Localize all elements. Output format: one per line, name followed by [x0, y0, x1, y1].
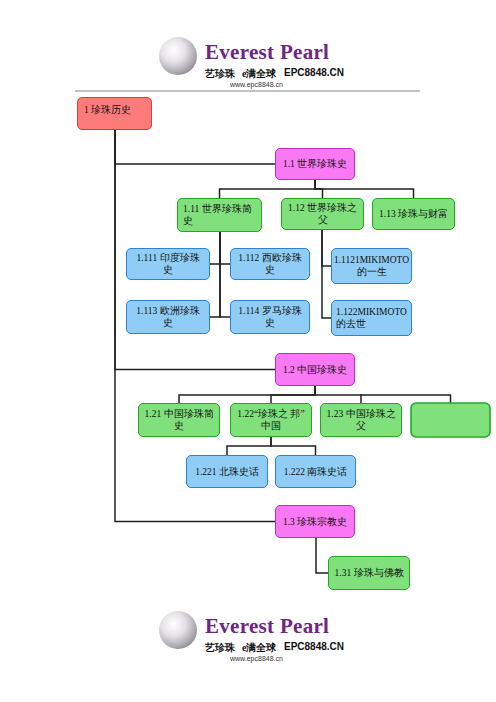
topic-box: 1.22“珍珠之 邦”中国: [230, 403, 312, 437]
box-label: 1.1 世界珍珠史: [283, 158, 347, 170]
box-content: 1.2 中国珍珠史: [283, 364, 347, 376]
box-content: 1.111 印度珍珠史: [132, 252, 204, 276]
tree-connector: [227, 437, 271, 455]
box-content: 1.1 世界珍珠史: [283, 158, 347, 170]
slogan: e满全球: [242, 641, 276, 655]
box-content: 1.13 珍珠与财富: [379, 208, 448, 220]
topic-box: 1 珍珠历史: [77, 97, 152, 130]
tree-connector: [271, 386, 315, 403]
tree-connector: [210, 232, 220, 264]
box-content: 1.221 北珠史话: [195, 466, 259, 478]
tree-connector: [220, 180, 316, 198]
box-label: 1.111 印度珍珠史: [132, 252, 204, 276]
pearl-logo: [159, 37, 197, 75]
box-content: 1.114 罗马珍珠史: [236, 305, 304, 329]
box-label: 1.11 世界珍珠简史: [183, 203, 256, 227]
box-label: 1.113 欧洲珍珠史: [132, 305, 204, 329]
box-label: 1.31 珍珠与佛教: [335, 567, 404, 579]
tree-connector: [322, 230, 331, 266]
topic-box: 1.221 北珠史话: [186, 455, 268, 488]
box-label: 1.112 西欧珍珠史: [236, 252, 304, 276]
tree-connector: [322, 230, 331, 318]
website-url: www.epc8848.cn: [230, 81, 283, 88]
tree-connector: [220, 232, 230, 264]
tree-connector: [115, 130, 275, 164]
box-label: 1.122MIKIMOTO 的去世: [336, 306, 407, 330]
box-content: 1.21 中国珍珠简史: [144, 408, 214, 432]
tree-connector: [220, 232, 230, 317]
topic-box: 1.31 珍珠与佛教: [328, 556, 410, 590]
topic-box: 1.23 中国珍珠之父: [320, 403, 402, 437]
box-label: 1.21 中国珍珠简史: [144, 408, 214, 432]
box-content: 1.1121MIKIMOTO 的一生: [334, 254, 409, 278]
box-label: 1.12 世界珍珠之父: [287, 202, 358, 226]
box-content: 1.113 欧洲珍珠史: [132, 305, 204, 329]
box-content: 1.3 珍珠宗教史: [283, 516, 347, 528]
domain-name: EPC8848.CN: [284, 641, 344, 652]
tree-connector: [271, 437, 316, 455]
tree-connector: [315, 180, 414, 198]
box-content: 1.11 世界珍珠简史: [183, 203, 256, 227]
box-label: 1.222 南珠史话: [284, 466, 348, 478]
box-content: 1.31 珍珠与佛教: [335, 567, 404, 579]
empty-box: [411, 403, 490, 437]
slogan: 艺珍珠: [205, 641, 235, 655]
topic-box: 1.21 中国珍珠简史: [138, 403, 220, 437]
box-label: 1.2 中国珍珠史: [283, 364, 347, 376]
tree-connector: [315, 386, 361, 403]
topic-box: 1.111 印度珍珠史: [126, 248, 210, 280]
brand-name: Everest Pearl: [205, 40, 329, 65]
topic-box: 1.1 世界珍珠史: [275, 148, 355, 180]
box-content: 1.22“珍珠之 邦”中国: [236, 408, 306, 432]
tree-connector: [179, 386, 315, 403]
topic-box: 1.3 珍珠宗教史: [275, 505, 355, 538]
topic-box: 1.2 中国珍珠史: [275, 353, 355, 386]
box-content: 1.23 中国珍珠之父: [326, 408, 396, 432]
topic-box: 1.222 南珠史话: [275, 455, 356, 488]
header-rule: [75, 91, 420, 92]
topic-box: 1.114 罗马珍珠史: [230, 300, 310, 334]
box-label: 1 珍珠历史: [84, 104, 131, 116]
tree-connector: [210, 232, 220, 317]
topic-box: 1.122MIKIMOTO 的去世: [331, 300, 412, 336]
box-content: 1.112 西欧珍珠史: [236, 252, 304, 276]
box-label: 1.13 珍珠与财富: [379, 208, 448, 220]
box-label: 1.1121MIKIMOTO 的一生: [334, 254, 409, 278]
box-label: 1.221 北珠史话: [195, 466, 259, 478]
topic-box: 1.13 珍珠与财富: [372, 198, 455, 230]
slogan: e满全球: [242, 67, 276, 81]
domain-name: EPC8848.CN: [284, 67, 344, 78]
box-content: 1.122MIKIMOTO 的去世: [336, 306, 407, 330]
box-content: 1 珍珠历史: [84, 104, 131, 116]
box-content: 1.222 南珠史话: [284, 466, 348, 478]
box-label: 1.114 罗马珍珠史: [236, 305, 304, 329]
box-label: 1.3 珍珠宗教史: [283, 516, 347, 528]
box-content: 1.12 世界珍珠之父: [287, 202, 358, 226]
topic-box: 1.1121MIKIMOTO 的一生: [331, 248, 412, 284]
topic-box: 1.12 世界珍珠之父: [281, 198, 364, 230]
pearl-logo: [159, 611, 197, 649]
branch-line: [360, 395, 451, 403]
brand-name: Everest Pearl: [205, 614, 329, 639]
topic-box: 1.113 欧洲珍珠史: [126, 300, 210, 334]
tree-connector: [316, 538, 328, 573]
website-url: www.epc8848.cn: [230, 655, 283, 662]
box-label: 1.22“珍珠之 邦”中国: [236, 408, 306, 432]
topic-box: 1.11 世界珍珠简史: [177, 198, 262, 232]
slogan: 艺珍珠: [205, 67, 235, 81]
topic-box: 1.112 西欧珍珠史: [230, 248, 310, 280]
box-label: 1.23 中国珍珠之父: [326, 408, 396, 432]
